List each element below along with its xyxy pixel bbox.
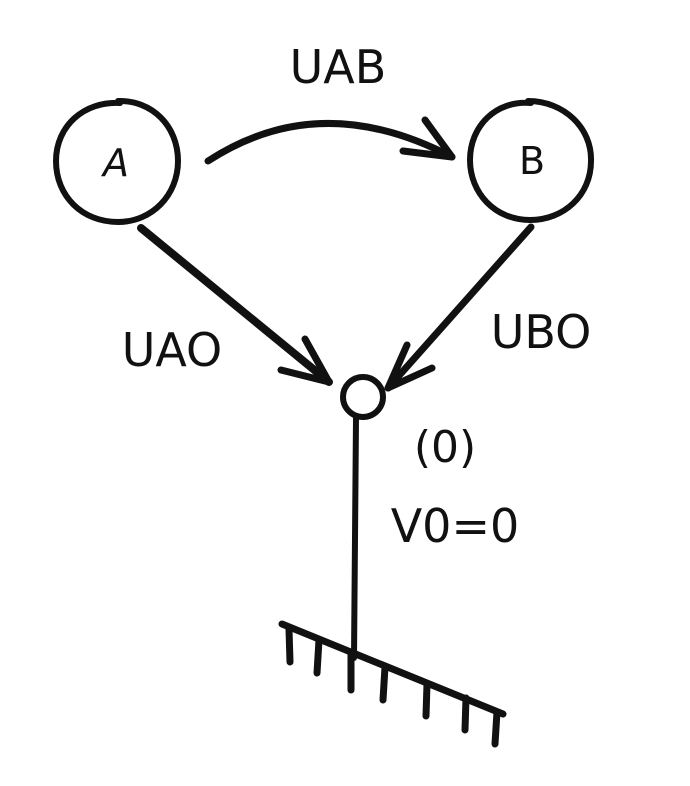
node-b-label: B (519, 139, 545, 183)
edge-ao-line (137, 224, 333, 386)
edge-ao-arrowhead (277, 335, 333, 386)
edge-bo: UBO (384, 223, 592, 392)
node-a-circle (53, 97, 181, 225)
edge-bo-arrowhead (384, 341, 436, 392)
edge-ab-curve (204, 120, 456, 165)
ground-node-label: (0) (414, 422, 476, 473)
node-b-circle (467, 98, 595, 223)
edge-ab-label: UAB (290, 40, 387, 94)
edge-ao: UAO (122, 224, 333, 386)
ground-node: (0) V0=0 (340, 374, 520, 553)
ground-potential-label: V0=0 (391, 499, 520, 553)
node-b: B (467, 98, 595, 223)
node-a: A (53, 97, 181, 225)
edge-ab: UAB (204, 40, 456, 165)
ground-lead (351, 415, 359, 661)
edge-ab-arrowhead (399, 116, 456, 161)
edge-bo-label: UBO (491, 305, 592, 359)
node-a-label: A (100, 141, 129, 185)
ground-node-circle (340, 374, 386, 420)
earth-hatch (285, 625, 501, 748)
earth-symbol (278, 620, 507, 748)
edge-bo-line (384, 223, 535, 392)
edge-ao-label: UAO (122, 323, 223, 377)
